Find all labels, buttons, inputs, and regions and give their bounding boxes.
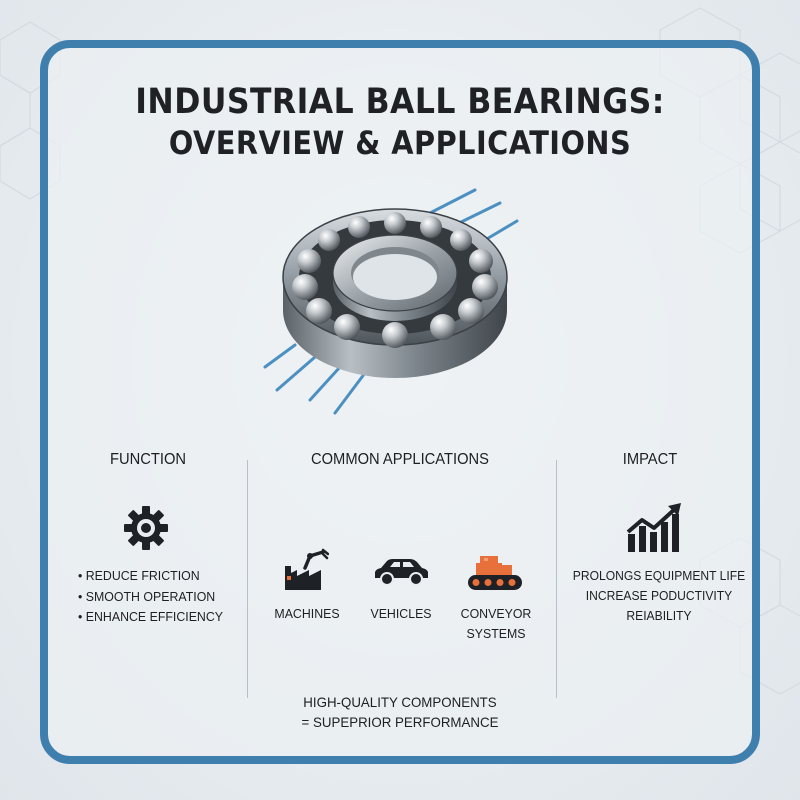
applications-heading: COMMON APPLICATIONS [310,451,490,468]
impact-line-3: REIABILITY [626,608,692,623]
factory-robot-arm-icon [285,548,329,590]
function-heading: FUNCTION [109,451,187,468]
footer-line-1: HIGH-QUALITY COMPONENTS [303,694,497,710]
content-card [40,40,760,764]
gear-icon [124,506,168,550]
impact-line-2: INCREASE PODUCTIVITY [585,588,733,603]
ball-bearing-illustration [263,188,519,415]
column-divider-right [556,460,557,698]
function-bullet-list: REDUCE FRICTION SMOOTH OPERATION ENHANCE… [78,566,231,628]
growth-chart-icon [626,503,681,552]
function-bullet: REDUCE FRICTION [78,566,223,587]
function-bullet: SMOOTH OPERATION [78,587,223,608]
car-icon [375,559,428,586]
application-label-vehicles: VEHICLES [370,606,432,621]
footer-line-2: = SUPEPRIOR PERFORMANCE [301,714,499,730]
impact-heading: IMPACT [622,451,678,468]
impact-line-1: PROLONGS EQUIPMENT LIFE [572,568,746,583]
page-title-line2: OVERVIEW & APPLICATIONS [168,124,632,162]
application-label-machines: MACHINES [274,606,340,621]
application-label-conveyor-line1: CONVEYOR [460,606,532,621]
conveyor-icon [468,556,522,590]
application-label-conveyor-line2: SYSTEMS [466,626,526,641]
page-title-line1: INDUSTRIAL BALL BEARINGS: [135,82,665,122]
column-divider-left [247,460,248,698]
function-bullet: ENHANCE EFFICIENCY [78,607,223,628]
